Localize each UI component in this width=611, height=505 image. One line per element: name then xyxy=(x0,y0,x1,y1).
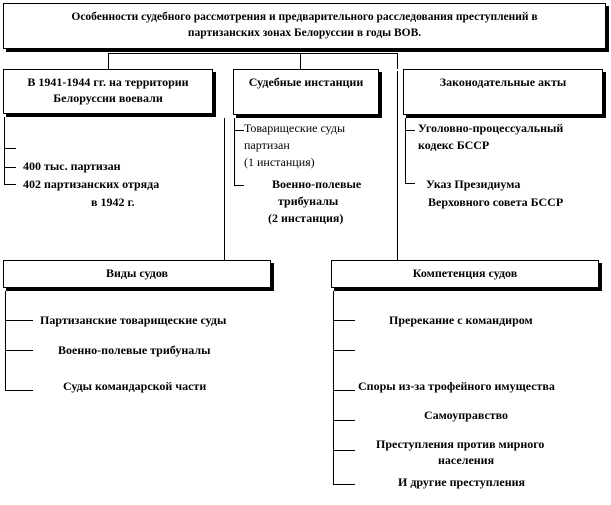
competence-tick-1 xyxy=(333,320,355,321)
fighters-item-year: в 1942 г. xyxy=(91,195,135,209)
competence-item-civilian-crimes-line-1: Преступления против мирного xyxy=(376,437,545,451)
instances-box: Судебные инстанции xyxy=(233,69,379,115)
title-line-2: партизанских зонах Белоруссии в годы ВОВ… xyxy=(187,27,422,39)
connector-to-types xyxy=(224,118,225,260)
acts-item-decree-line-1: Указ Президиума xyxy=(426,177,521,191)
competence-label: Компетенция судов xyxy=(412,266,518,280)
connector-to-instances xyxy=(300,53,301,69)
instances-item-first-instance: (1 инстанция) xyxy=(244,155,315,169)
instances-label: Судебные инстанции xyxy=(248,75,364,89)
competence-tick-4 xyxy=(333,420,355,421)
instances-item-tribunals: трибуналы xyxy=(278,194,339,208)
instances-tick-1 xyxy=(234,130,244,131)
fighters-line-2: Белоруссии воевали xyxy=(53,91,163,105)
connector-top-horizontal xyxy=(108,53,397,54)
types-label: Виды судов xyxy=(105,266,169,280)
competence-tick-3 xyxy=(333,390,355,391)
types-item-command-courts: Суды командарской части xyxy=(63,379,207,393)
competence-tick-5 xyxy=(333,450,355,451)
competence-branch-vertical xyxy=(333,291,334,485)
fighters-tick-3 xyxy=(4,184,16,185)
acts-branch-vertical xyxy=(405,118,406,184)
competence-tick-2 xyxy=(333,350,355,351)
acts-box: Законодательные акты xyxy=(403,69,603,115)
instances-item-partisans: партизан xyxy=(244,138,290,152)
fighters-item-detachments: 402 партизанских отряда xyxy=(23,177,160,191)
competence-item-civilian-crimes-line-2: населения xyxy=(438,453,495,467)
fighters-box: В 1941-1944 гг. на территории Белоруссии… xyxy=(3,69,213,114)
types-branch-vertical xyxy=(5,291,6,391)
instances-item-comrade-courts: Товарищеские суды xyxy=(244,121,346,135)
instances-item-second-instance: (2 инстанция) xyxy=(268,211,344,225)
types-tick-2 xyxy=(5,350,33,351)
fighters-tick-2 xyxy=(4,167,16,168)
acts-tick-1 xyxy=(405,130,415,131)
competence-item-insubordination: Пререкание с командиром xyxy=(389,313,533,327)
competence-box: Компетенция судов xyxy=(331,260,599,288)
acts-item-code-line-1: Уголовно-процессуальный xyxy=(418,121,564,135)
types-box: Виды судов xyxy=(3,260,271,288)
types-tick-3 xyxy=(5,390,33,391)
instances-tick-2 xyxy=(234,185,244,186)
fighters-line-1: В 1941-1944 гг. на территории xyxy=(27,75,189,89)
acts-tick-2 xyxy=(405,183,415,184)
fighters-branch-vertical xyxy=(4,117,5,185)
title-box: Особенности судебного рассмотрения и пре… xyxy=(3,3,606,49)
fighters-tick-1 xyxy=(4,148,16,149)
acts-label: Законодательные акты xyxy=(439,75,567,89)
competence-tick-6 xyxy=(333,484,355,485)
competence-item-trophy-disputes: Споры из-за трофейного имущества xyxy=(358,379,555,393)
competence-item-arbitrariness: Самоуправство xyxy=(424,408,509,422)
acts-item-decree-line-2: Верховного совета БССР xyxy=(428,195,564,209)
title-line-1: Особенности судебного рассмотрения и пре… xyxy=(71,11,538,23)
competence-item-other-crimes: И другие преступления xyxy=(398,475,526,489)
instances-branch-vertical xyxy=(234,118,235,186)
acts-item-code-line-2: кодекс БССР xyxy=(418,138,490,152)
types-item-field-tribunals: Военно-полевые трибуналы xyxy=(58,343,211,357)
connector-to-fighters xyxy=(108,53,109,69)
connector-to-acts xyxy=(397,53,398,69)
instances-item-military-field: Военно-полевые xyxy=(272,177,362,191)
fighters-item-partisans: 400 тыс. партизан xyxy=(23,159,121,173)
connector-to-competence xyxy=(397,71,398,260)
types-item-partisan-comrade: Партизанские товарищеские суды xyxy=(40,313,227,327)
types-tick-1 xyxy=(5,320,33,321)
